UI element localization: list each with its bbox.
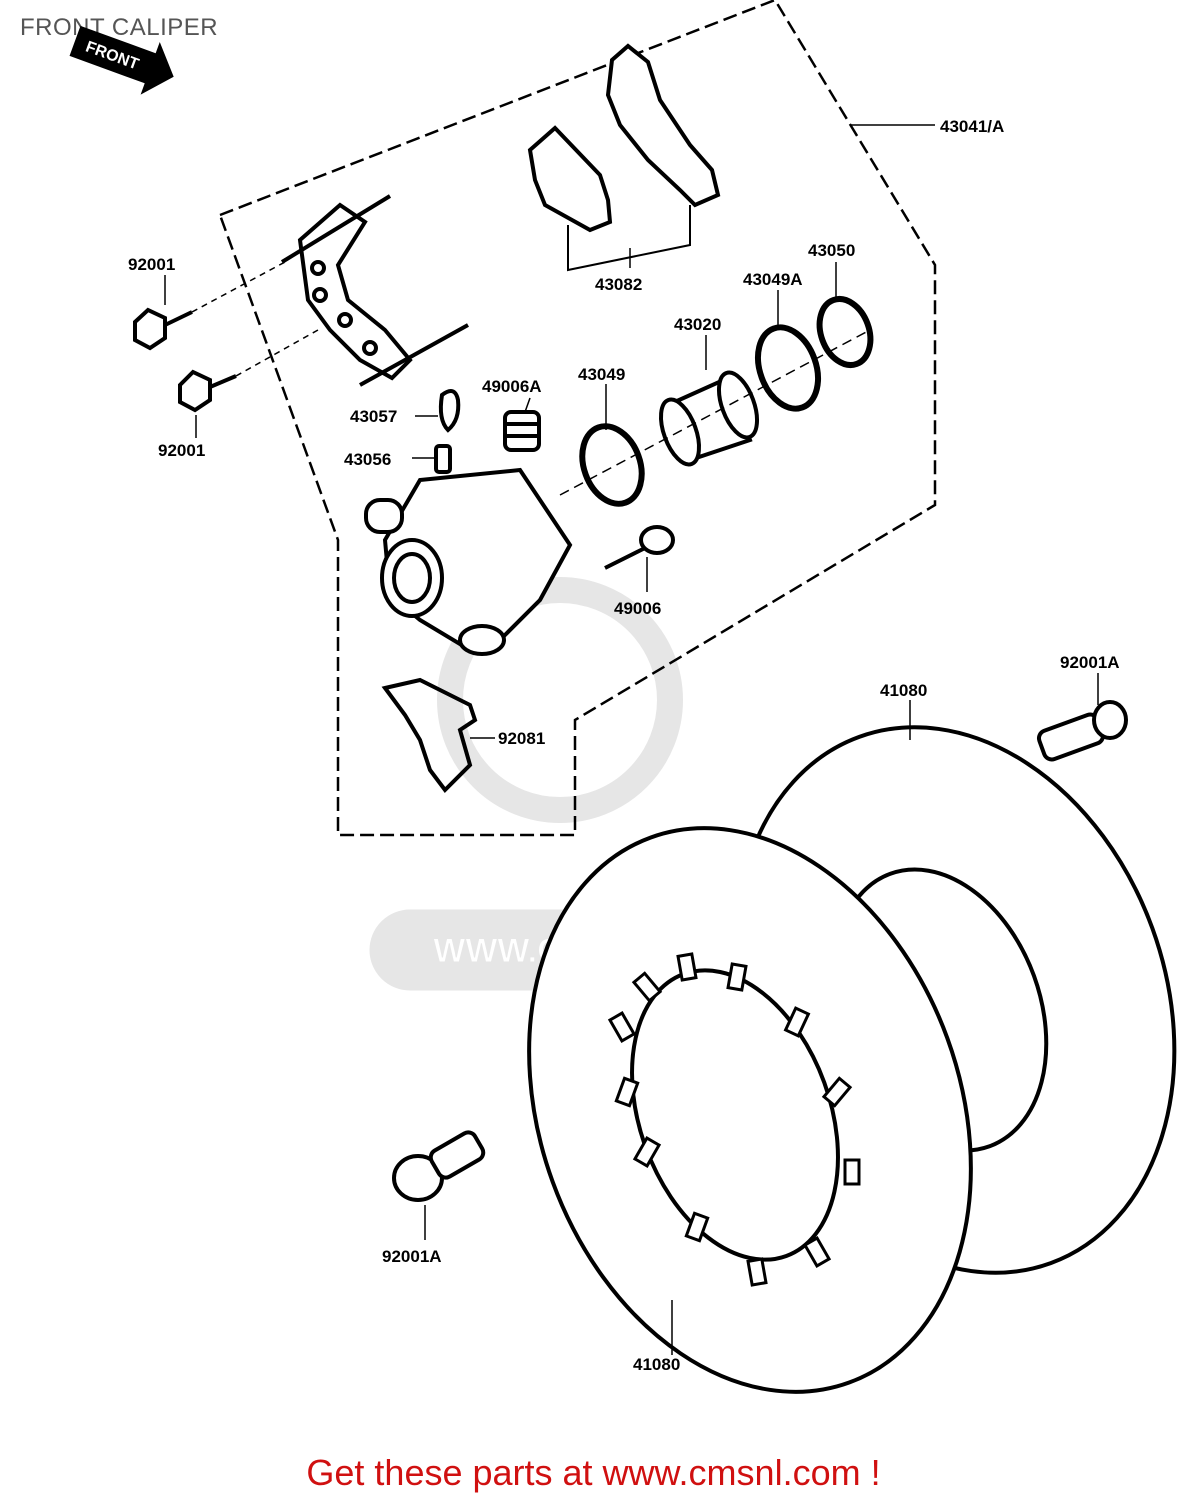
bolt-92001-top-icon bbox=[133, 307, 193, 351]
page-title: FRONT CALIPER bbox=[20, 14, 219, 41]
footer-link-text[interactable]: Get these parts at www.cmsnl.com ! bbox=[306, 1452, 881, 1493]
label-92081: 92081 bbox=[498, 729, 545, 748]
disc-bolt-92001A-bottom-icon bbox=[392, 1130, 486, 1202]
leader-lines bbox=[164, 124, 1099, 1355]
brake-pad-rear bbox=[527, 125, 613, 233]
brake-pad-front bbox=[605, 43, 721, 208]
label-92001A-bottom: 92001A bbox=[382, 1247, 442, 1266]
pad-spring-92081-icon bbox=[381, 677, 478, 794]
dust-seal-43050-icon bbox=[816, 296, 874, 368]
piston-axis-line bbox=[559, 329, 871, 496]
caliper-bracket bbox=[280, 194, 469, 387]
disc-bolt-92001A-right-icon bbox=[1036, 700, 1128, 762]
front-arrow-icon: FRONT bbox=[69, 25, 174, 95]
label-43056: 43056 bbox=[344, 450, 391, 469]
label-49006A: 49006A bbox=[482, 377, 542, 396]
label-43050: 43050 bbox=[808, 241, 855, 260]
seal-43049-icon bbox=[579, 423, 645, 507]
label-43049A: 43049A bbox=[743, 270, 803, 289]
brake-disc-front bbox=[527, 826, 973, 1394]
assembly-outline bbox=[218, 0, 937, 837]
label-43020: 43020 bbox=[674, 315, 721, 334]
spring-49006A-icon bbox=[503, 410, 541, 452]
label-41080-bottom: 41080 bbox=[633, 1355, 680, 1374]
seal-43049A-icon bbox=[755, 324, 821, 412]
bolt-92001-mid-icon bbox=[178, 369, 237, 413]
label-92001A-right: 92001A bbox=[1060, 653, 1120, 672]
caliper-body bbox=[364, 467, 573, 656]
label-92001-top: 92001 bbox=[128, 255, 175, 274]
disc-vent-slots bbox=[607, 952, 861, 1287]
pad-bracket-line bbox=[567, 205, 691, 272]
label-43041A: 43041/A bbox=[940, 117, 1004, 136]
label-43082: 43082 bbox=[595, 275, 642, 294]
label-92001-mid: 92001 bbox=[158, 441, 205, 460]
label-49006: 49006 bbox=[614, 599, 661, 618]
label-43049: 43049 bbox=[578, 365, 625, 384]
piston-43020-icon bbox=[658, 370, 760, 467]
pin-bolt-49006-icon bbox=[604, 525, 675, 570]
bleeder-cap-43057-icon bbox=[438, 389, 461, 433]
label-41080-top: 41080 bbox=[880, 681, 927, 700]
label-43057: 43057 bbox=[350, 407, 397, 426]
bleeder-valve-43056-icon bbox=[434, 444, 452, 474]
bolt-axis-lines bbox=[191, 261, 319, 377]
